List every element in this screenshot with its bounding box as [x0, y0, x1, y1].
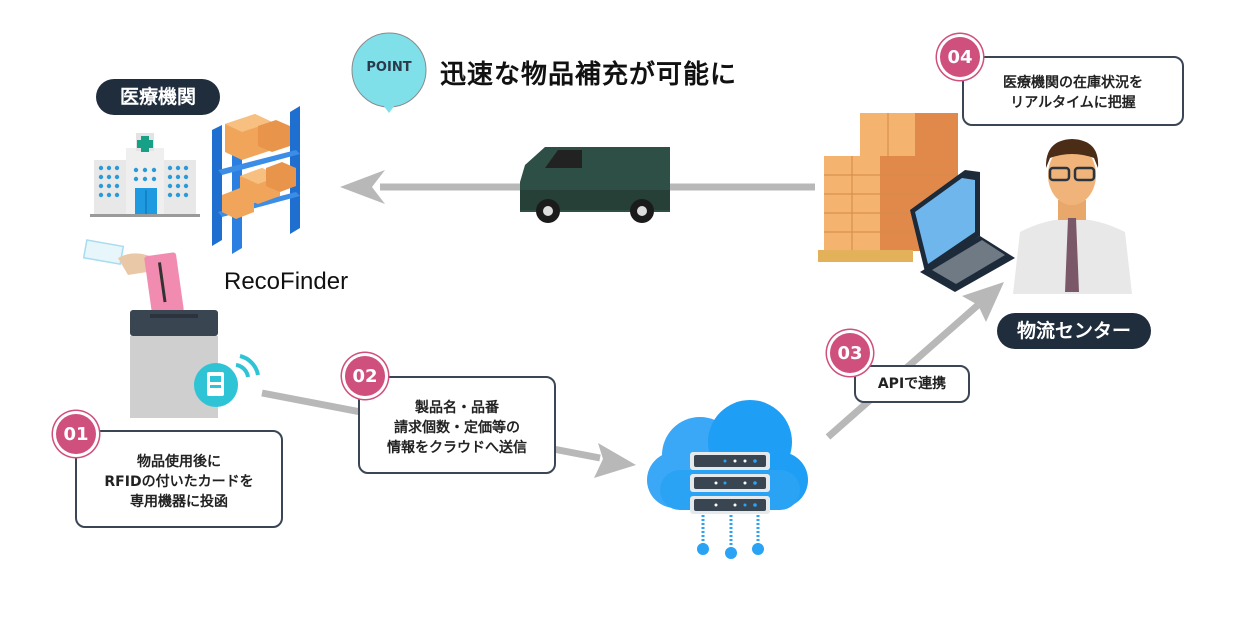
step-04-line-2: リアルタイムに把握 — [1010, 95, 1136, 111]
hospital-label: 医療機関 — [96, 79, 220, 115]
step-04-badge: 04 — [940, 37, 980, 77]
recofinder-device-icon — [82, 239, 260, 418]
headline: 迅速な物品補充が可能に — [440, 60, 738, 90]
step-01-box: 物品使用後に RFIDの付いたカードを 専用機器に投函 — [75, 430, 283, 528]
step-03-line-1: APIで連携 — [877, 376, 947, 392]
point-badge-icon — [351, 32, 427, 113]
step-03-box: APIで連携 — [854, 365, 970, 403]
step-01-badge: 01 — [56, 414, 96, 454]
step-04-box: 医療機関の在庫状況を リアルタイムに把握 — [962, 56, 1184, 126]
step-01-line-3: 専用機器に投函 — [130, 494, 228, 510]
step-04-line-1: 医療機関の在庫状況を — [1003, 75, 1143, 91]
logistics-center-label: 物流センター — [997, 313, 1151, 349]
step-03-badge: 03 — [830, 333, 870, 373]
step-02-box: 製品名・品番 請求個数・定価等の 情報をクラウドへ送信 — [358, 376, 556, 474]
laptop-icon — [910, 170, 1015, 292]
hospital-icon — [90, 133, 200, 217]
step-01-line-2: RFIDの付いたカードを — [104, 474, 254, 490]
delivery-van-icon — [520, 147, 670, 223]
product-name: RecoFinder — [224, 268, 349, 295]
shelf-icon — [212, 106, 300, 254]
step-02-line-2: 請求個数・定価等の — [394, 420, 520, 436]
point-label: POINT — [366, 60, 412, 75]
step-01-line-1: 物品使用後に — [137, 454, 221, 470]
cloud-server-icon — [647, 400, 808, 559]
step-02-line-3: 情報をクラウドへ送信 — [387, 440, 527, 456]
step-02-line-1: 製品名・品番 — [415, 400, 499, 416]
step-02-badge: 02 — [345, 356, 385, 396]
logistics-staff-icon — [1013, 139, 1132, 294]
